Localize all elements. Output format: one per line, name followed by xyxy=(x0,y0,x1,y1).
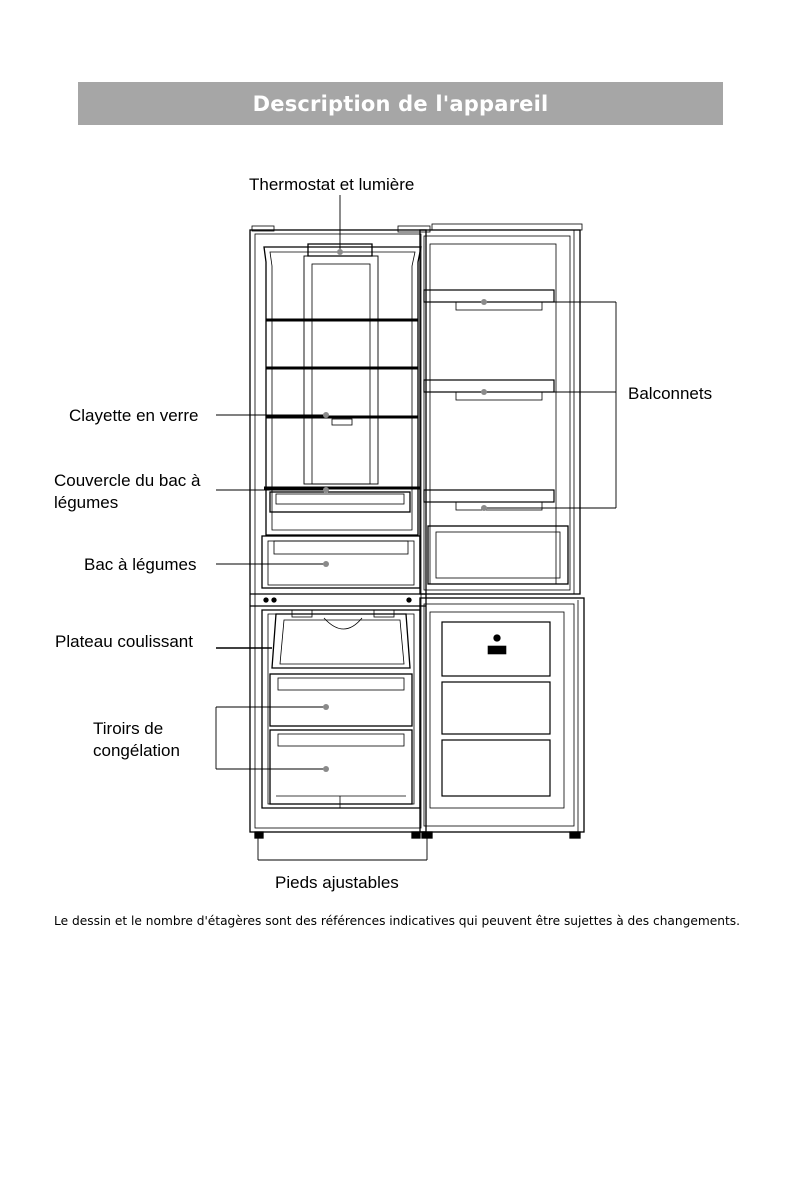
label-balconnets: Balconnets xyxy=(628,384,712,403)
label-thermostat: Thermostat et lumière xyxy=(249,175,414,194)
label-clayette: Clayette en verre xyxy=(69,406,198,425)
crisper-area xyxy=(262,488,420,588)
freezer-compartment xyxy=(262,610,420,808)
label-plateau: Plateau coulissant xyxy=(55,632,193,651)
door-balconies xyxy=(424,290,568,584)
label-pieds: Pieds ajustables xyxy=(275,873,399,892)
label-couvercle-line1: Couvercle du bac à xyxy=(54,471,201,490)
label-couvercle-line2: légumes xyxy=(54,493,118,512)
glass-shelves xyxy=(266,320,418,425)
label-tiroirs-line1: Tiroirs de xyxy=(93,719,163,738)
footnote: Le dessin et le nombre d'étagères sont d… xyxy=(0,914,794,928)
callout-dots xyxy=(323,249,487,772)
label-tiroirs-line2: congélation xyxy=(93,741,180,760)
freezer-door xyxy=(420,598,584,838)
label-bac: Bac à légumes xyxy=(84,555,196,574)
